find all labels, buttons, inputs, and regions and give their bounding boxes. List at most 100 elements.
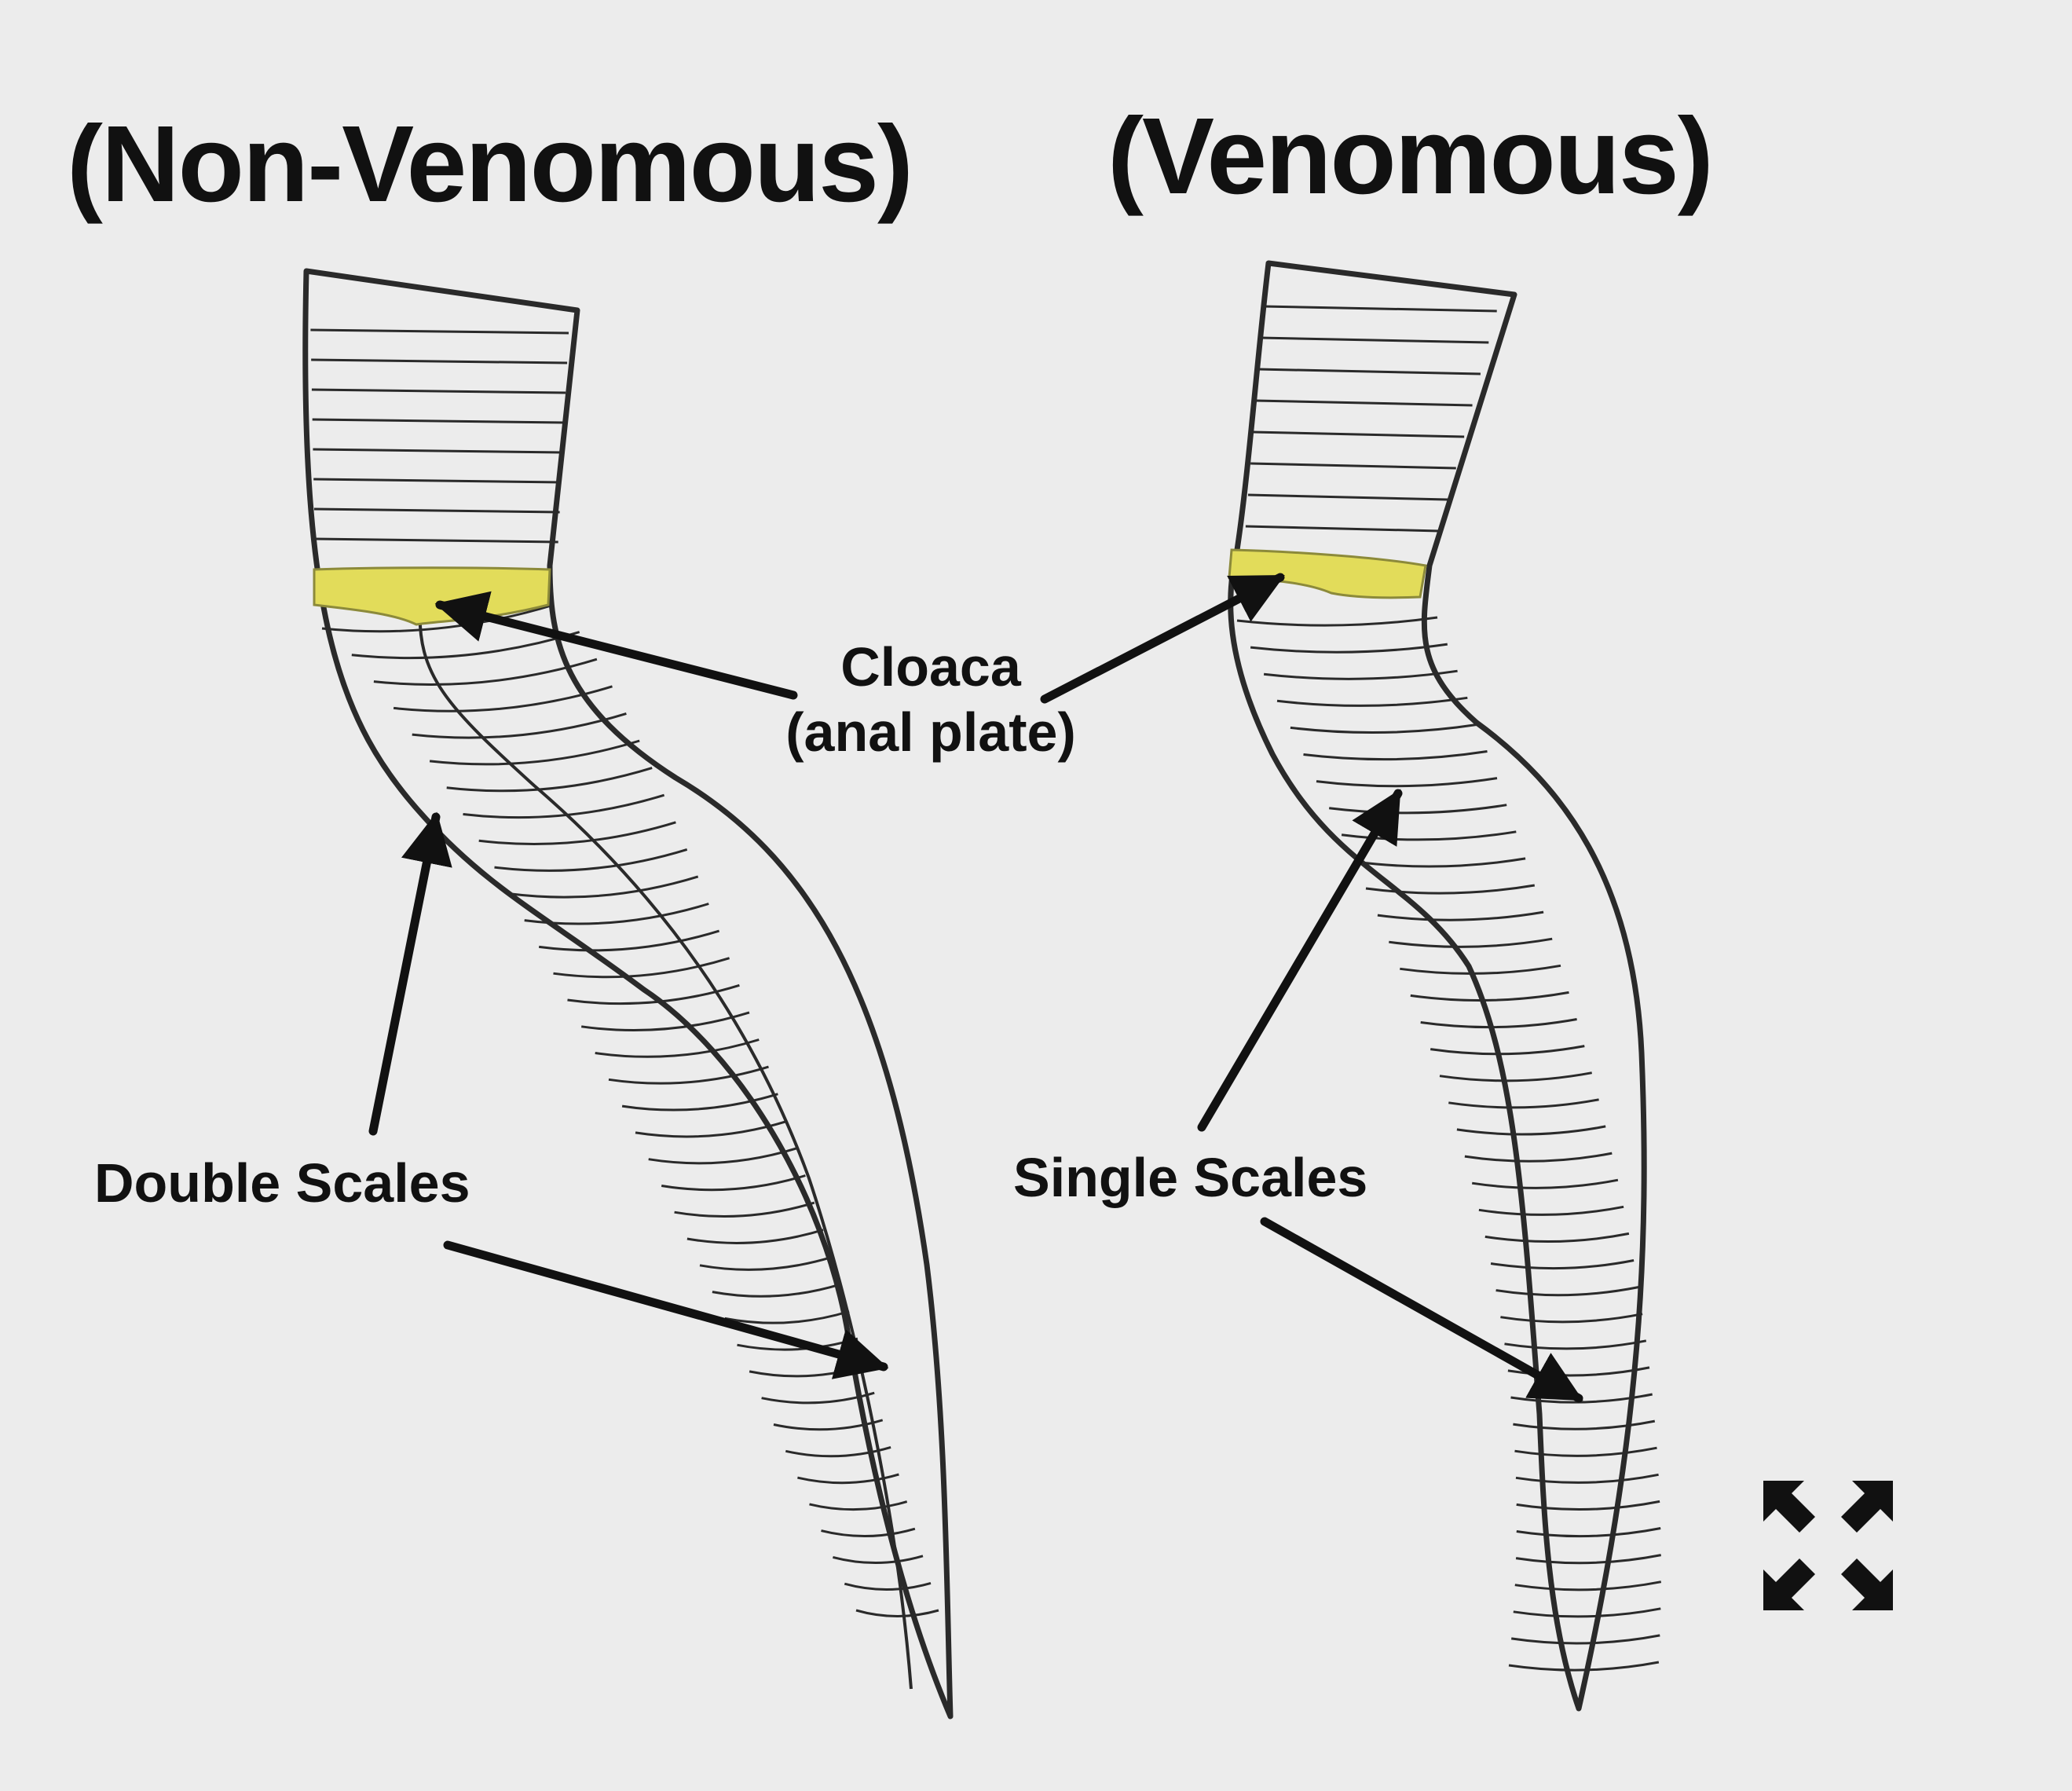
scale-line: [1262, 305, 1497, 313]
double-scales-label: Double Scales: [94, 1152, 470, 1214]
scale-line: [1514, 1446, 1657, 1457]
scale-line: [313, 507, 560, 514]
scale-line: [1365, 884, 1536, 895]
scale-line: [1510, 1634, 1660, 1645]
scale-line: [373, 657, 598, 686]
arrow-single-scales-down: [1260, 1217, 1583, 1403]
scale-line: [1247, 493, 1448, 501]
scale-line: [1513, 1607, 1661, 1618]
arrow-double-scales-up: [368, 811, 452, 1136]
scale-line: [1316, 777, 1498, 788]
scale-line: [524, 903, 709, 925]
expand-icon: [1763, 1481, 1893, 1610]
venomous-title: (Venomous): [1107, 96, 1714, 217]
scale-line: [1490, 1259, 1635, 1270]
scale-line: [1420, 1018, 1577, 1029]
scale-line: [478, 821, 676, 845]
scale-line: [1389, 937, 1553, 948]
scale-line: [797, 1473, 899, 1485]
single-scales-label: Single Scales: [1013, 1147, 1368, 1208]
scale-line: [712, 1283, 841, 1298]
scale-line: [311, 358, 568, 364]
scale-line: [1253, 430, 1465, 438]
scale-line: [1448, 1098, 1599, 1109]
scale-line: [1500, 1313, 1643, 1324]
scale-line: [1464, 1152, 1613, 1163]
scale-line: [351, 631, 580, 660]
scale-line: [1495, 1286, 1639, 1297]
scale-line: [773, 1419, 884, 1431]
cloaca-label-line2: (anal plate): [785, 701, 1076, 763]
scale-line: [1410, 991, 1569, 1002]
scale-line: [1353, 857, 1526, 868]
scale-line: [313, 478, 562, 484]
scale-line: [1245, 525, 1441, 533]
scale-line: [674, 1201, 815, 1218]
scale-line: [1236, 616, 1438, 627]
scale-line: [1430, 1045, 1585, 1056]
scale-line: [661, 1174, 806, 1192]
scale-line: [1515, 1473, 1659, 1484]
venomous-tail-drawing: [1228, 260, 1662, 1712]
scale-line: [553, 957, 730, 979]
scale-line: [1303, 750, 1488, 761]
arrow-cloaca-right: [1040, 573, 1285, 704]
scale-line: [310, 328, 569, 335]
scale-line: [412, 712, 627, 739]
scale-line: [749, 1364, 867, 1378]
cloaca-label: Cloaca (anal plate): [774, 635, 1088, 764]
scale-line: [1478, 1205, 1624, 1216]
scale-line: [1290, 723, 1478, 734]
scale-line: [1255, 399, 1473, 407]
scale-line: [393, 685, 613, 712]
scale-line: [844, 1581, 932, 1591]
arrow-single-scales-up: [1197, 789, 1403, 1132]
scale-line: [686, 1229, 824, 1244]
scale-line: [567, 983, 740, 1005]
scale-line: [1515, 1554, 1661, 1565]
arrow-cloaca-left: [434, 591, 798, 700]
scale-line: [821, 1527, 916, 1537]
scale-line: [1484, 1232, 1630, 1243]
scale-line: [1513, 1419, 1656, 1430]
scale-line: [1329, 804, 1507, 815]
scale-line: [761, 1391, 875, 1405]
scale-line: [621, 1093, 778, 1112]
scale-line: [1516, 1500, 1660, 1511]
scale-line: [1250, 462, 1456, 470]
scale-line: [509, 875, 699, 899]
scale-line: [1260, 336, 1489, 344]
scale-line: [446, 767, 653, 793]
scale-line: [1257, 368, 1481, 375]
scale-line: [785, 1445, 891, 1458]
scale-line: [809, 1500, 908, 1511]
scale-line: [1276, 696, 1468, 707]
scale-line: [429, 739, 640, 766]
scale-line: [595, 1038, 760, 1058]
scale-line: [1516, 1527, 1661, 1538]
scale-line: [1400, 964, 1561, 975]
scale-line: [1504, 1339, 1647, 1350]
cloaca-label-line1: Cloaca: [840, 636, 1021, 698]
scale-line: [314, 537, 558, 544]
scale-line: [1250, 643, 1448, 654]
scale-line: [494, 848, 688, 872]
expand-button[interactable]: [1763, 1481, 1893, 1610]
scale-line: [463, 793, 665, 819]
scale-line: [580, 1011, 750, 1031]
scale-line: [313, 448, 563, 454]
scale-line: [1456, 1125, 1606, 1136]
scale-line: [539, 929, 720, 952]
scale-line: [699, 1255, 833, 1271]
scale-line: [1508, 1661, 1660, 1672]
scale-line: [724, 1310, 850, 1324]
scale-line: [1471, 1178, 1619, 1189]
non-venomous-title: (Non-Venomous): [67, 104, 913, 225]
scale-line: [1439, 1071, 1592, 1082]
scale-line: [855, 1609, 939, 1617]
scale-line: [311, 388, 566, 394]
scale-line: [1514, 1580, 1662, 1591]
scale-line: [608, 1065, 769, 1085]
scale-line: [312, 418, 565, 424]
